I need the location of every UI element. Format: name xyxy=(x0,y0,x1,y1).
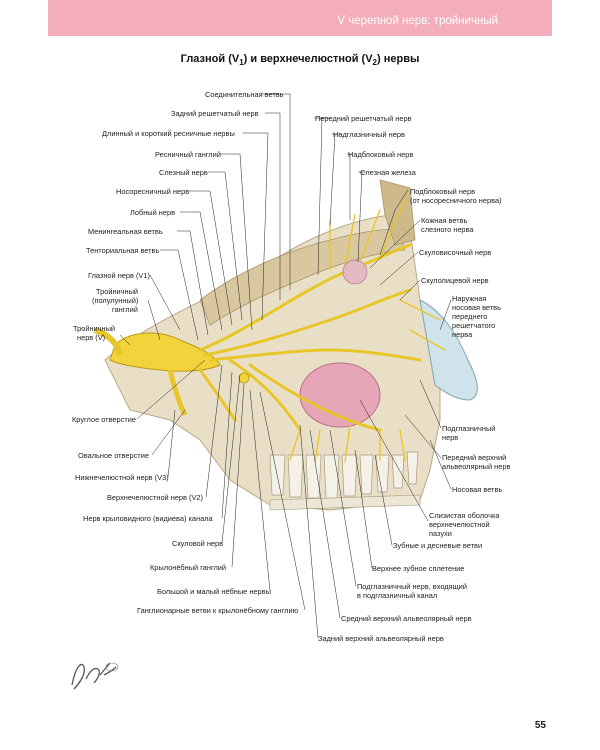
nose-outline xyxy=(419,299,478,401)
trigeminal-nerve-root xyxy=(93,327,123,356)
frontal-sinus xyxy=(379,179,416,246)
label-lacrimal-gland: Слезная железа xyxy=(360,168,416,177)
label-frontal-nerve: Лобный нерв xyxy=(130,208,175,217)
orbit-roof xyxy=(199,229,406,326)
label-infraorbital-canal-nerve-2: в подглазничный канал xyxy=(357,591,438,600)
label-cutaneous-branch-2: слезного нерва xyxy=(421,225,474,234)
label-maxillary-nerve: Верхнечелюстной нерв (V2) xyxy=(107,493,203,502)
label-nasociliary-nerve: Носоресничный нерв xyxy=(116,187,190,196)
label-zygomaticotemporal-nerve: Скуловисочный нерв xyxy=(419,248,492,257)
label-anterior-superior-alveolar-1: Передний верхний xyxy=(442,453,507,462)
label-ophthalmic-nerve: Глазной нерв (V1) xyxy=(88,271,150,280)
label-posterior-superior-alveolar: Задний верхний альвеолярный нерв xyxy=(318,634,444,643)
label-infraorbital-nerve-2: нерв xyxy=(442,433,459,442)
figure-title-sub: 1 xyxy=(239,58,244,68)
figure-title-part: Глазной (V xyxy=(180,53,240,65)
label-sinus-mucosa-2: верхнечелюстной xyxy=(429,520,490,529)
label-supratrochlear-nerve: Надблоковый нерв xyxy=(348,150,414,159)
nerve-fine-branches xyxy=(289,199,446,463)
label-ganglionic-branches: Ганглионарные ветви к крылонёбному гангл… xyxy=(137,606,299,615)
figure-title-part: ) нервы xyxy=(377,53,420,65)
label-external-nasal-branch-1: Наружная xyxy=(452,294,487,303)
label-meningeal-branch: Менингеальная ветвь xyxy=(88,227,163,236)
label-superior-dental-plexus: Верхнее зубное сплетение xyxy=(372,564,465,573)
label-ciliary-ganglion: Ресничный ганглий xyxy=(155,150,221,159)
label-external-nasal-branch-5: нерва xyxy=(452,330,473,339)
figure-title-part: ) и верхнечелюстной (V xyxy=(243,53,373,65)
figure-title: Глазной (V1) и верхнечелюстной (V2) нерв… xyxy=(0,53,600,67)
label-trigeminal-ganglion-3: ганглий xyxy=(112,305,138,314)
label-trigeminal-ganglion-2: (полулунный) xyxy=(92,296,139,305)
label-external-nasal-branch-3: переднего xyxy=(452,312,488,321)
label-infraorbital-canal-nerve-1: Подглазничный нерв, входящий xyxy=(357,582,467,591)
label-tentorial-branch: Тенториальная ветвь xyxy=(86,246,160,255)
label-trigeminal-nerve-2: нерв (V) xyxy=(77,333,106,342)
label-foramen-ovale: Овальное отверстие xyxy=(78,451,149,460)
lacrimal-gland xyxy=(342,259,368,285)
label-trigeminal-nerve-1: Тройничный xyxy=(73,324,116,333)
mandibular-nerve-stub xyxy=(167,369,188,417)
chapter-header-band: V черепной нерв: тройничный xyxy=(48,0,552,36)
chapter-title: V черепной нерв: тройничный xyxy=(337,15,498,27)
label-connecting-branch: Соединительная ветвь xyxy=(205,90,284,99)
nerve-branches xyxy=(198,243,422,432)
label-mandibular-nerve: Нижнечелюстной нерв (V3) xyxy=(75,473,169,482)
label-zygomaticofacial-nerve: Скулолицевой нерв xyxy=(421,276,489,285)
label-anterior-ethmoidal-nerve: Передний решетчатый нерв xyxy=(315,114,412,123)
label-posterior-ethmoidal-nerve: Задний решетчатый нерв xyxy=(171,109,259,118)
label-zygomatic-nerve: Скуловой нерв xyxy=(172,539,224,548)
skull-bone xyxy=(104,214,441,511)
label-infraorbital-nerve-1: Подглазничный xyxy=(442,424,496,433)
label-pterygopalatine-ganglion: Крылонёбный ганглий xyxy=(150,563,227,572)
label-external-nasal-branch-2: носовая ветвь xyxy=(452,303,501,312)
figure-title-sub: 2 xyxy=(372,58,377,68)
label-dental-gingival-branches: Зубные и десневые ветви xyxy=(393,541,483,550)
label-supraorbital-nerve: Надглазничный нерв xyxy=(333,130,405,139)
upper-teeth xyxy=(269,451,419,499)
label-sinus-mucosa-1: Слизистая оболочка xyxy=(429,511,500,520)
pterygopalatine-ganglion xyxy=(238,372,250,384)
label-infratrochlear-nerve-1: Подблоковый нерв xyxy=(410,187,476,196)
label-palatine-nerves: Большой и малый нёбные нервы xyxy=(157,587,271,596)
artist-signature xyxy=(71,662,119,690)
label-external-nasal-branch-4: решетчатого xyxy=(452,321,496,330)
lower-teeth xyxy=(269,494,421,511)
leader-lines-right xyxy=(299,117,452,639)
label-trigeminal-ganglion-1: Тройничный xyxy=(96,287,139,296)
label-anterior-superior-alveolar-2: альвеолярный нерв xyxy=(442,462,511,471)
label-middle-superior-alveolar: Средний верхний альвеолярный нерв xyxy=(341,614,472,623)
label-sinus-mucosa-3: пазухи xyxy=(429,529,452,538)
label-infratrochlear-nerve-2: (от носоресничного нерва) xyxy=(410,196,502,205)
label-nasal-branch: Носовая ветвь xyxy=(452,485,503,494)
label-cutaneous-branch-1: Кожная ветвь xyxy=(421,216,468,225)
leader-lines-left xyxy=(119,93,306,611)
trigeminal-ganglion xyxy=(109,332,221,372)
label-ciliary-nerves: Длинный и короткий ресничные нервы xyxy=(102,129,235,138)
label-lacrimal-nerve: Слезный нерв xyxy=(159,168,208,177)
label-pterygoid-canal-nerve: Нерв крыловидного (видиева) канала xyxy=(83,514,213,523)
page-number: 55 xyxy=(534,720,546,731)
label-foramen-rotundum: Круглое отверстие xyxy=(72,415,136,424)
